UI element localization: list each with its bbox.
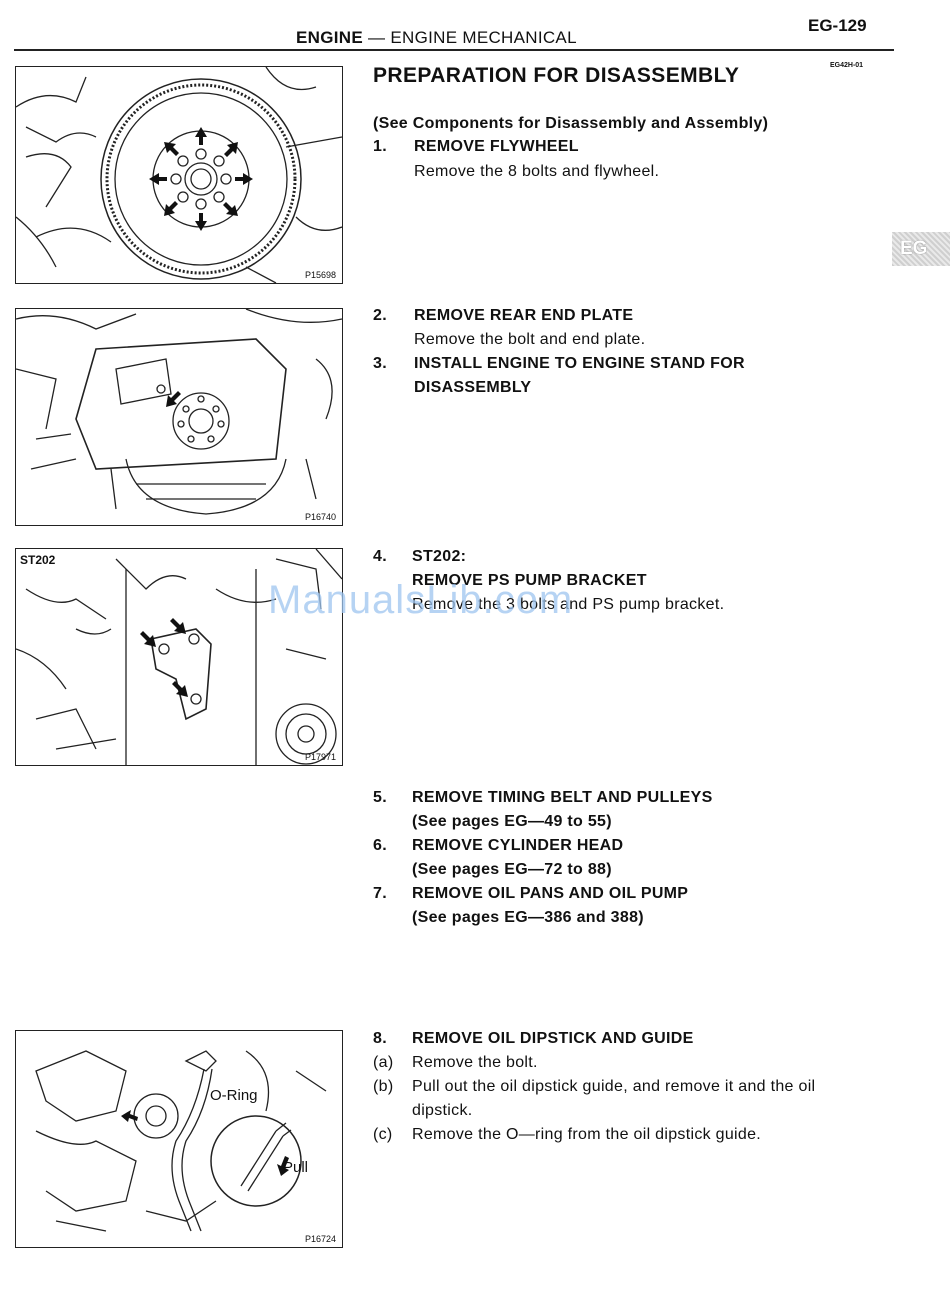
figure-id: P15698 [304, 270, 336, 280]
step-body: Remove the 3 bolts and PS pump bracket. [412, 596, 725, 613]
header-separator: — [368, 28, 386, 47]
end-plate-illustration [16, 309, 342, 515]
figure-oil-dipstick: O-Ring Pull P16724 [15, 1030, 343, 1248]
substep-text: Remove the O—ring from the oil dipstick … [412, 1126, 762, 1143]
ps-bracket-illustration [16, 549, 342, 765]
header-section: ENGINE [296, 28, 363, 47]
substep-label: (a) [373, 1054, 394, 1071]
header-subsection: ENGINE MECHANICAL [390, 28, 577, 47]
watermark: ManualsLib.com [268, 578, 574, 622]
substep-text: Remove the bolt. [412, 1054, 538, 1071]
section-tab: EG [892, 232, 950, 266]
step-title: INSTALL ENGINE TO ENGINE STAND FOR [414, 355, 745, 372]
step-title: REMOVE OIL DIPSTICK AND GUIDE [412, 1030, 694, 1047]
step-reference: (See pages EG—386 and 388) [412, 909, 644, 926]
step-number: 3. [373, 355, 387, 372]
step-number: 7. [373, 885, 387, 902]
step-title: REMOVE REAR END PLATE [414, 307, 634, 324]
page-number: EG-129 [808, 16, 867, 35]
figure-id: P16724 [304, 1234, 336, 1244]
step-number: 8. [373, 1030, 387, 1047]
figure-rear-end-plate: P16740 [15, 308, 343, 526]
substep-text-cont: dipstick. [412, 1102, 473, 1119]
step-number: 6. [373, 837, 387, 854]
doc-code: EG42H-01 [830, 62, 864, 69]
step-title-cont: REMOVE PS PUMP BRACKET [412, 572, 647, 589]
header-rule [14, 49, 894, 51]
step-body: Remove the bolt and end plate. [414, 331, 646, 348]
step-title: REMOVE OIL PANS AND OIL PUMP [412, 885, 689, 902]
step-title-cont: DISASSEMBLY [414, 379, 532, 396]
callout-pull: Pull [283, 1159, 309, 1176]
step-number: 1. [373, 138, 387, 155]
step-number: 4. [373, 548, 387, 565]
callout-o-ring: O-Ring [210, 1087, 258, 1104]
step-number: 2. [373, 307, 387, 324]
section-tab-label: EG [900, 238, 928, 259]
substep-label: (b) [373, 1078, 394, 1095]
figure-ps-pump-bracket: ST202 P17971 [15, 548, 343, 766]
step-reference: (See pages EG—72 to 88) [412, 861, 612, 878]
figure-tag: ST202 [20, 553, 56, 567]
step-body: Remove the 8 bolts and flywheel. [414, 163, 660, 180]
step-number: 5. [373, 789, 387, 806]
step-reference: (See pages EG—49 to 55) [412, 813, 612, 830]
step-title: ST202: [412, 548, 467, 565]
step-title: REMOVE CYLINDER HEAD [412, 837, 624, 854]
running-header: ENGINE — ENGINE MECHANICAL [296, 28, 577, 48]
flywheel-illustration [16, 67, 342, 283]
substep-label: (c) [373, 1126, 393, 1143]
dipstick-illustration [35, 1050, 327, 1232]
intro-note: (See Components for Disassembly and Asse… [373, 115, 769, 132]
page-title: PREPARATION FOR DISASSEMBLY [373, 64, 740, 87]
figure-id: P17971 [304, 752, 336, 762]
step-title: REMOVE FLYWHEEL [414, 138, 579, 155]
figure-flywheel: P15698 [15, 66, 343, 284]
step-title: REMOVE TIMING BELT AND PULLEYS [412, 789, 713, 806]
substep-text: Pull out the oil dipstick guide, and rem… [412, 1078, 816, 1095]
figure-id: P16740 [304, 512, 336, 522]
